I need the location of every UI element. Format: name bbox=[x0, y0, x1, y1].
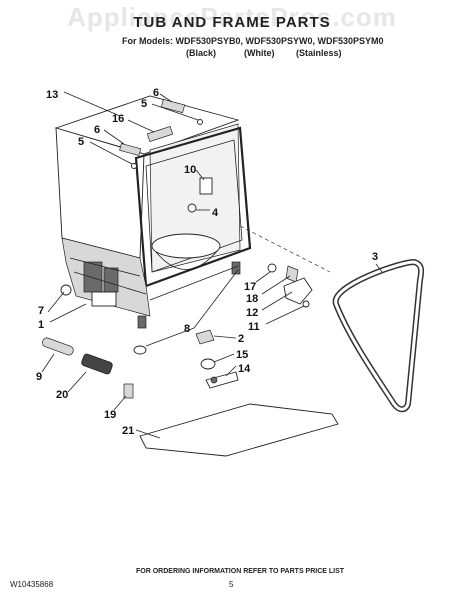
screw-upper bbox=[197, 119, 203, 125]
rack-bracket-10 bbox=[199, 177, 213, 195]
callout-3: 3 bbox=[372, 251, 378, 263]
screw-11 bbox=[302, 300, 310, 308]
callout-13: 13 bbox=[46, 89, 58, 101]
callout-17: 17 bbox=[244, 281, 256, 293]
clip-18 bbox=[285, 265, 299, 283]
foot-8 bbox=[133, 345, 147, 355]
variant-black: (Black) bbox=[186, 48, 217, 58]
callout-19: 19 bbox=[104, 409, 116, 421]
page-number: 5 bbox=[229, 580, 234, 589]
callout-14: 14 bbox=[238, 363, 251, 375]
variant-stainless: (Stainless) bbox=[296, 48, 342, 58]
fastener-4 bbox=[187, 203, 197, 213]
callout-8: 8 bbox=[184, 323, 190, 335]
callout-6-upper: 6 bbox=[153, 87, 159, 99]
callout-18: 18 bbox=[246, 293, 258, 305]
callout-21: 21 bbox=[122, 425, 134, 437]
callout-20: 20 bbox=[56, 389, 68, 401]
clip-19 bbox=[123, 383, 134, 399]
tub-assembly bbox=[54, 95, 252, 329]
bracket-12 bbox=[283, 277, 313, 305]
callout-10: 10 bbox=[184, 164, 196, 176]
top-bracket-upper bbox=[160, 98, 186, 114]
callout-9: 9 bbox=[36, 371, 42, 383]
callout-1: 1 bbox=[38, 319, 44, 331]
base-panel-21 bbox=[139, 403, 339, 457]
spacer-part-16 bbox=[146, 126, 174, 142]
bracket-14 bbox=[205, 371, 239, 389]
cover-20 bbox=[81, 353, 113, 375]
variant-white: (White) bbox=[244, 48, 275, 58]
callout-16: 16 bbox=[112, 113, 124, 125]
document-number: W10435868 bbox=[10, 580, 54, 589]
watermark: AppliancePartsPros.com bbox=[67, 2, 397, 32]
callout-15: 15 bbox=[236, 349, 248, 361]
callout-5-upper: 5 bbox=[141, 98, 147, 110]
callout-6-lower: 6 bbox=[94, 124, 100, 136]
callout-4: 4 bbox=[212, 207, 219, 219]
callout-12: 12 bbox=[246, 307, 258, 319]
screw-lower bbox=[131, 163, 137, 169]
callout-2: 2 bbox=[238, 333, 244, 345]
callout-11: 11 bbox=[248, 321, 260, 333]
page-title: TUB AND FRAME PARTS bbox=[133, 14, 331, 31]
plate-2 bbox=[195, 329, 215, 345]
model-list: For Models: WDF530PSYB0, WDF530PSYW0, WD… bbox=[122, 36, 384, 46]
ordering-note: FOR ORDERING INFORMATION REFER TO PARTS … bbox=[136, 568, 345, 575]
hose-9 bbox=[42, 337, 74, 356]
callout-5-lower: 5 bbox=[78, 136, 84, 148]
callout-7: 7 bbox=[38, 305, 44, 317]
float-15 bbox=[200, 358, 216, 370]
nut-17 bbox=[267, 263, 277, 273]
top-bracket-lower bbox=[119, 143, 142, 156]
